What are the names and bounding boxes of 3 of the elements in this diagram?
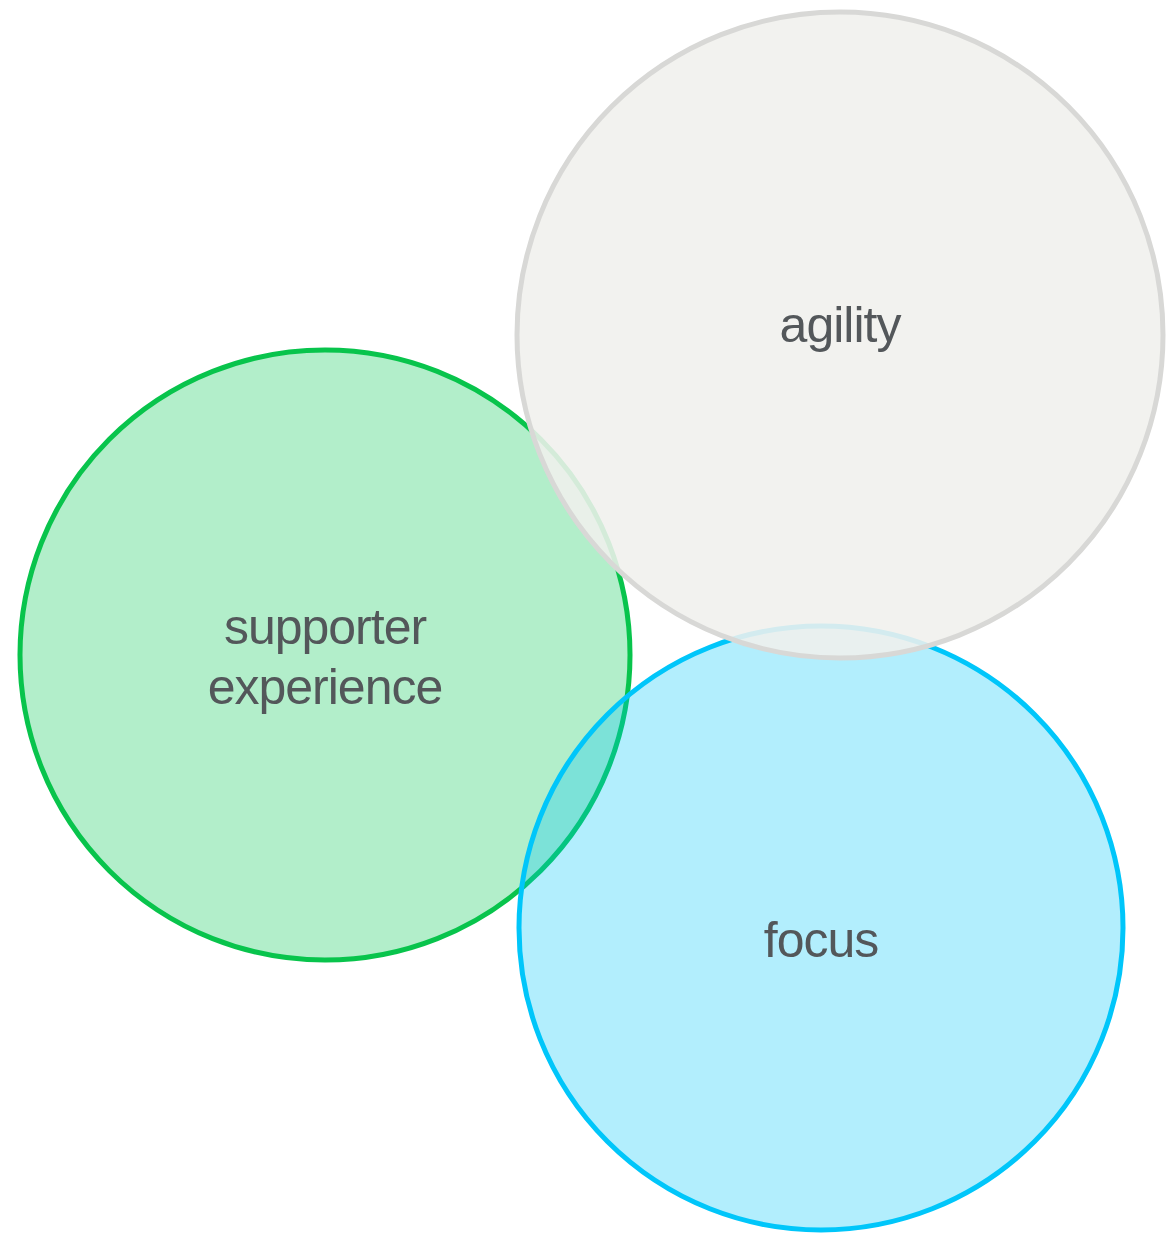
circle-label: supporter experience — [206, 598, 444, 717]
circle-label: agility — [778, 296, 902, 355]
circle-label: focus — [762, 911, 880, 970]
